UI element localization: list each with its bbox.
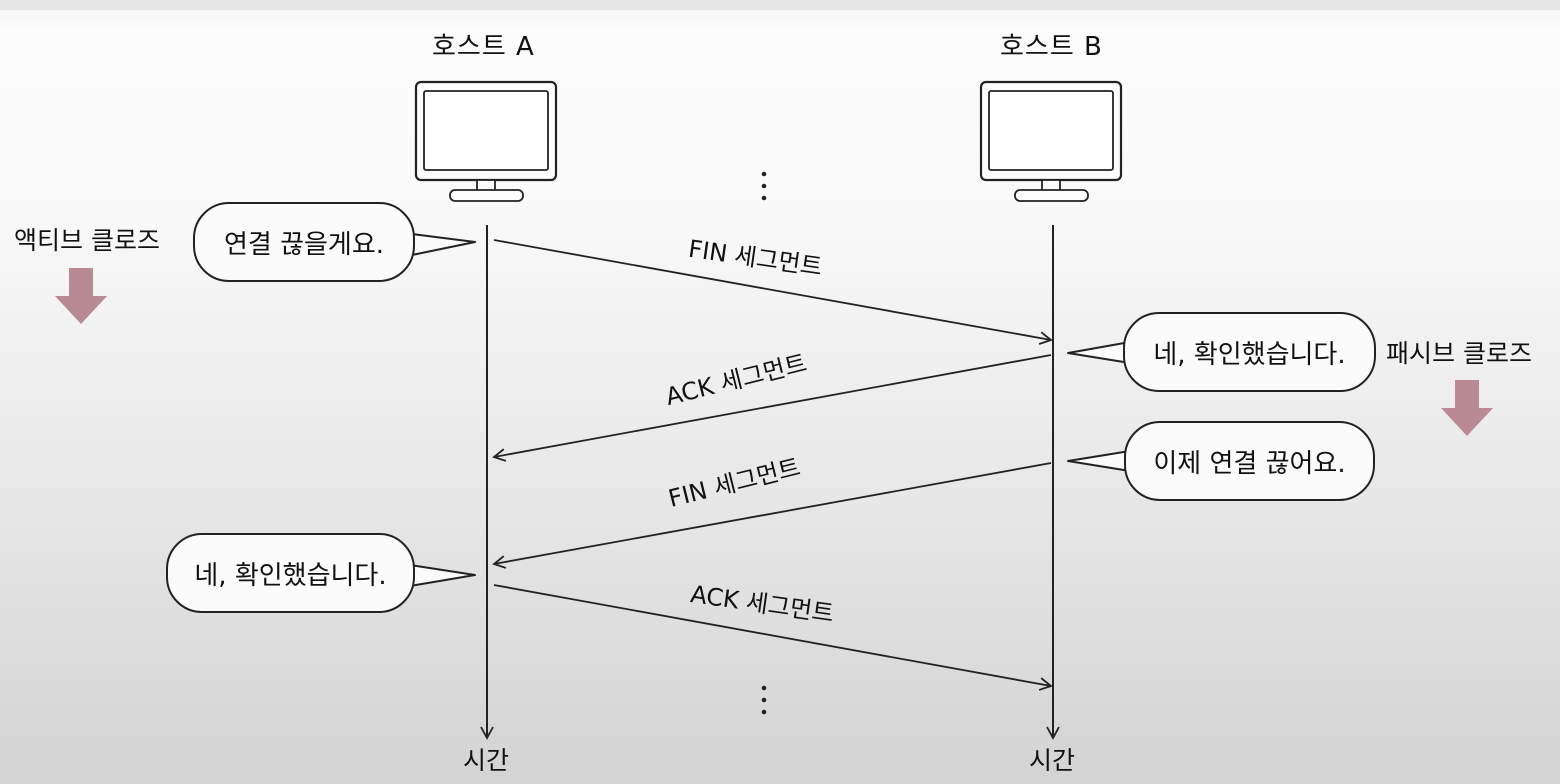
passive-close-down-arrow-icon	[1441, 380, 1493, 436]
bubble-a-ack-text: 네, 확인했습니다.	[194, 560, 387, 591]
active-close-label: 액티브 클로즈	[14, 226, 160, 255]
bubble-b-ack: 네, 확인했습니다.	[1123, 312, 1376, 392]
bubble-a-fin-text: 연결 끊을게요.	[223, 229, 385, 260]
time-label-a: 시간	[463, 746, 510, 775]
host-a-monitor-icon	[414, 80, 558, 202]
arrow-ack-a-to-b	[493, 584, 1053, 691]
passive-close-label: 패시브 클로즈	[1386, 339, 1532, 368]
top-strip	[0, 0, 1560, 10]
host-b-title: 호스트 B	[1000, 32, 1103, 62]
ellipsis-icon-bottom	[761, 685, 767, 715]
bubble-a-fin: 연결 끊을게요.	[193, 202, 415, 282]
bubble-a-ack: 네, 확인했습니다.	[166, 533, 415, 613]
bubble-tail-a-fin	[411, 233, 476, 256]
arrow-fin-a-to-b	[493, 239, 1053, 345]
ellipsis-icon-top	[761, 171, 767, 201]
bubble-b-ack-text: 네, 확인했습니다.	[1153, 339, 1346, 370]
arrow-ack-b-to-a	[492, 354, 1052, 462]
bubble-b-fin: 이제 연결 끊어요.	[1124, 421, 1375, 501]
bubble-tail-b-fin	[1067, 450, 1131, 472]
host-b-monitor-icon	[979, 80, 1123, 202]
time-label-b: 시간	[1029, 746, 1076, 775]
active-close-down-arrow-icon	[55, 268, 107, 324]
bubble-b-fin-text: 이제 연결 끊어요.	[1153, 448, 1346, 479]
arrow-fin-b-to-a	[492, 462, 1052, 569]
bubble-tail-a-ack	[409, 564, 476, 587]
host-a-title: 호스트 A	[432, 32, 535, 62]
bubble-tail-b-ack	[1067, 341, 1131, 364]
